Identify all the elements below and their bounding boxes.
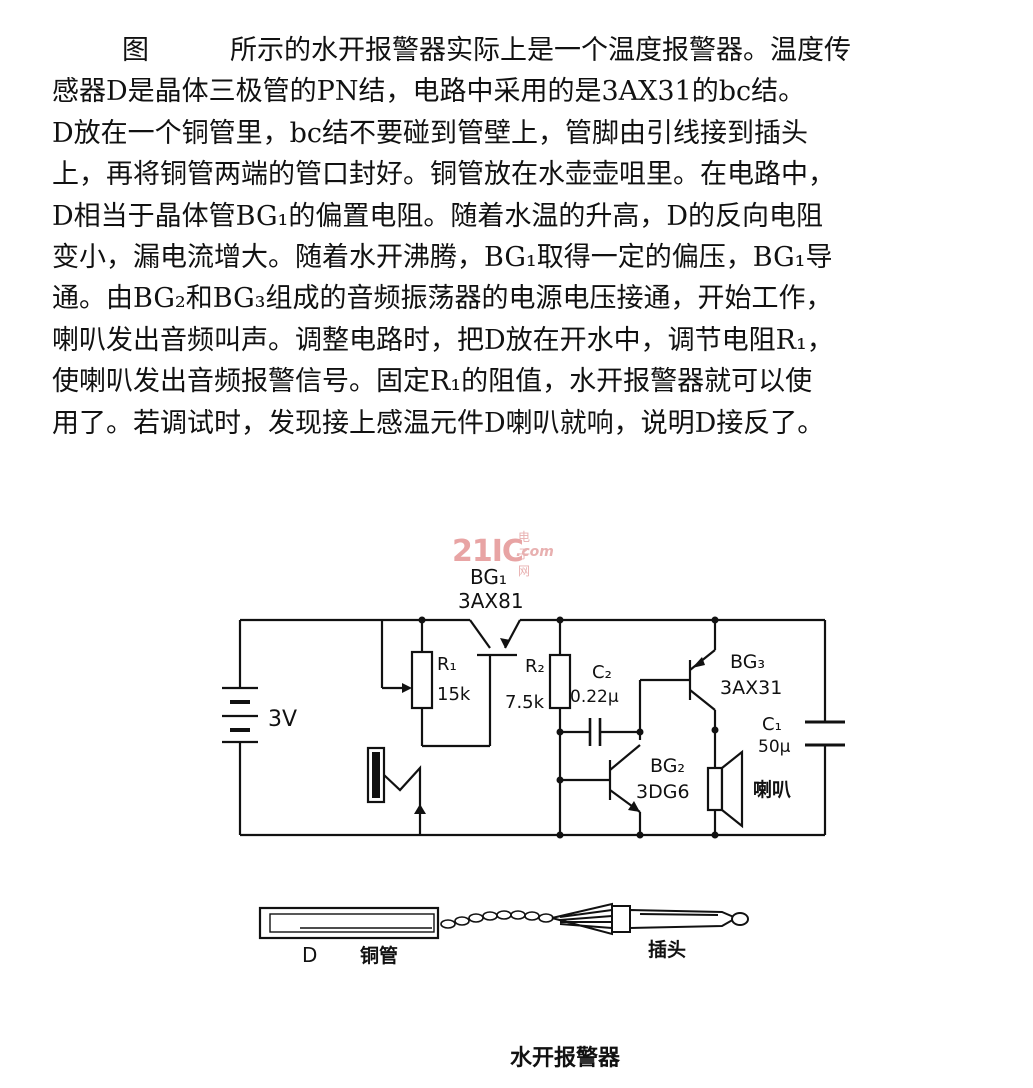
battery-symbol (222, 686, 258, 744)
speaker-icon (706, 749, 744, 829)
r1-wiper-arrow (402, 683, 412, 693)
text-line: 通。由BG₂和BG₃组成的音频振荡器的电源电压接通，开始工作， (52, 283, 833, 315)
watermark-com: .com (516, 544, 554, 560)
plug-label: 插头 (648, 939, 686, 961)
bg2-emitter-arrow (628, 801, 640, 812)
c2-value-label: 0.22μ (570, 687, 619, 707)
bg3-emitter-arrow (692, 657, 705, 668)
text-line: 喇叭发出音频叫声。调整电路时，把D放在开水中，调节电阻R₁， (52, 324, 834, 356)
r2-value-label: 7.5k (505, 692, 545, 713)
description-paragraph: 图 所示的水开报警器实际上是一个温度报警器。温度传 感器D是晶体三极管的PN结，… (52, 30, 992, 444)
bg1-name-label: BG₁ (470, 565, 507, 589)
bg2-model-label: 3DG6 (636, 781, 690, 803)
text-line: D放在一个铜管里，bc结不要碰到管壁上，管脚由引线接到插头 (52, 117, 809, 149)
jack-socket-icon (366, 746, 426, 835)
c1-value-label: 50μ (758, 737, 791, 757)
figure-caption: 水开报警器 (510, 1046, 621, 1071)
watermark-small: 电子网 (518, 530, 531, 578)
r2-resistor (548, 653, 572, 710)
text-line: 感器D是晶体三极管的PN结，电路中采用的是3AX31的bc结。 (52, 76, 806, 108)
speaker-label: 喇叭 (753, 779, 791, 801)
bg3-name-label: BG₃ (730, 651, 765, 673)
text-line: 变小，漏电流增大。随着水开沸腾，BG₁取得一定的偏压，BG₁导 (52, 242, 833, 274)
watermark-logo: 21IC 电子网 .com (452, 530, 554, 578)
bg2-name-label: BG₂ (650, 755, 685, 777)
bg1-emitter-arrow (500, 638, 510, 648)
copper-tube-label: 铜管 (360, 944, 398, 967)
text-line: 使喇叭发出音频报警信号。固定R₁的阻值，水开报警器就可以使 (52, 366, 813, 398)
r1-value-label: 15k (437, 684, 471, 705)
r1-name-label: R₁ (437, 654, 457, 675)
r1-resistor (410, 650, 434, 710)
plug-icon (551, 902, 749, 936)
r2-name-label: R₂ (525, 656, 545, 677)
battery-voltage-label: 3V (268, 707, 297, 732)
junction-dots (418, 616, 719, 839)
copper-tube-probe (258, 906, 440, 940)
probe-d-label: D (302, 943, 317, 967)
lead-wire-chain (440, 910, 554, 929)
bg1-model-label: 3AX81 (458, 589, 524, 613)
text-line: 图 所示的水开报警器实际上是一个温度报警器。温度传 (122, 35, 851, 66)
bg3-model-label: 3AX31 (720, 677, 782, 699)
c2-capacitor (588, 718, 602, 746)
circuit-wires (238, 618, 827, 837)
c2-name-label: C₂ (592, 662, 612, 683)
watermark-main: 21IC (452, 534, 524, 569)
text-line: D相当于晶体管BG₁的偏置电阻。随着水温的升高，D的反向电阻 (52, 200, 824, 232)
text-line: 上，再将铜管两端的管口封好。铜管放在水壶壶咀里。在电路中， (52, 159, 835, 191)
text-line: 用了。若调试时，发现接上感温元件D喇叭就响，说明D接反了。 (52, 407, 825, 439)
c1-name-label: C₁ (762, 714, 782, 735)
c1-capacitor (805, 720, 845, 747)
